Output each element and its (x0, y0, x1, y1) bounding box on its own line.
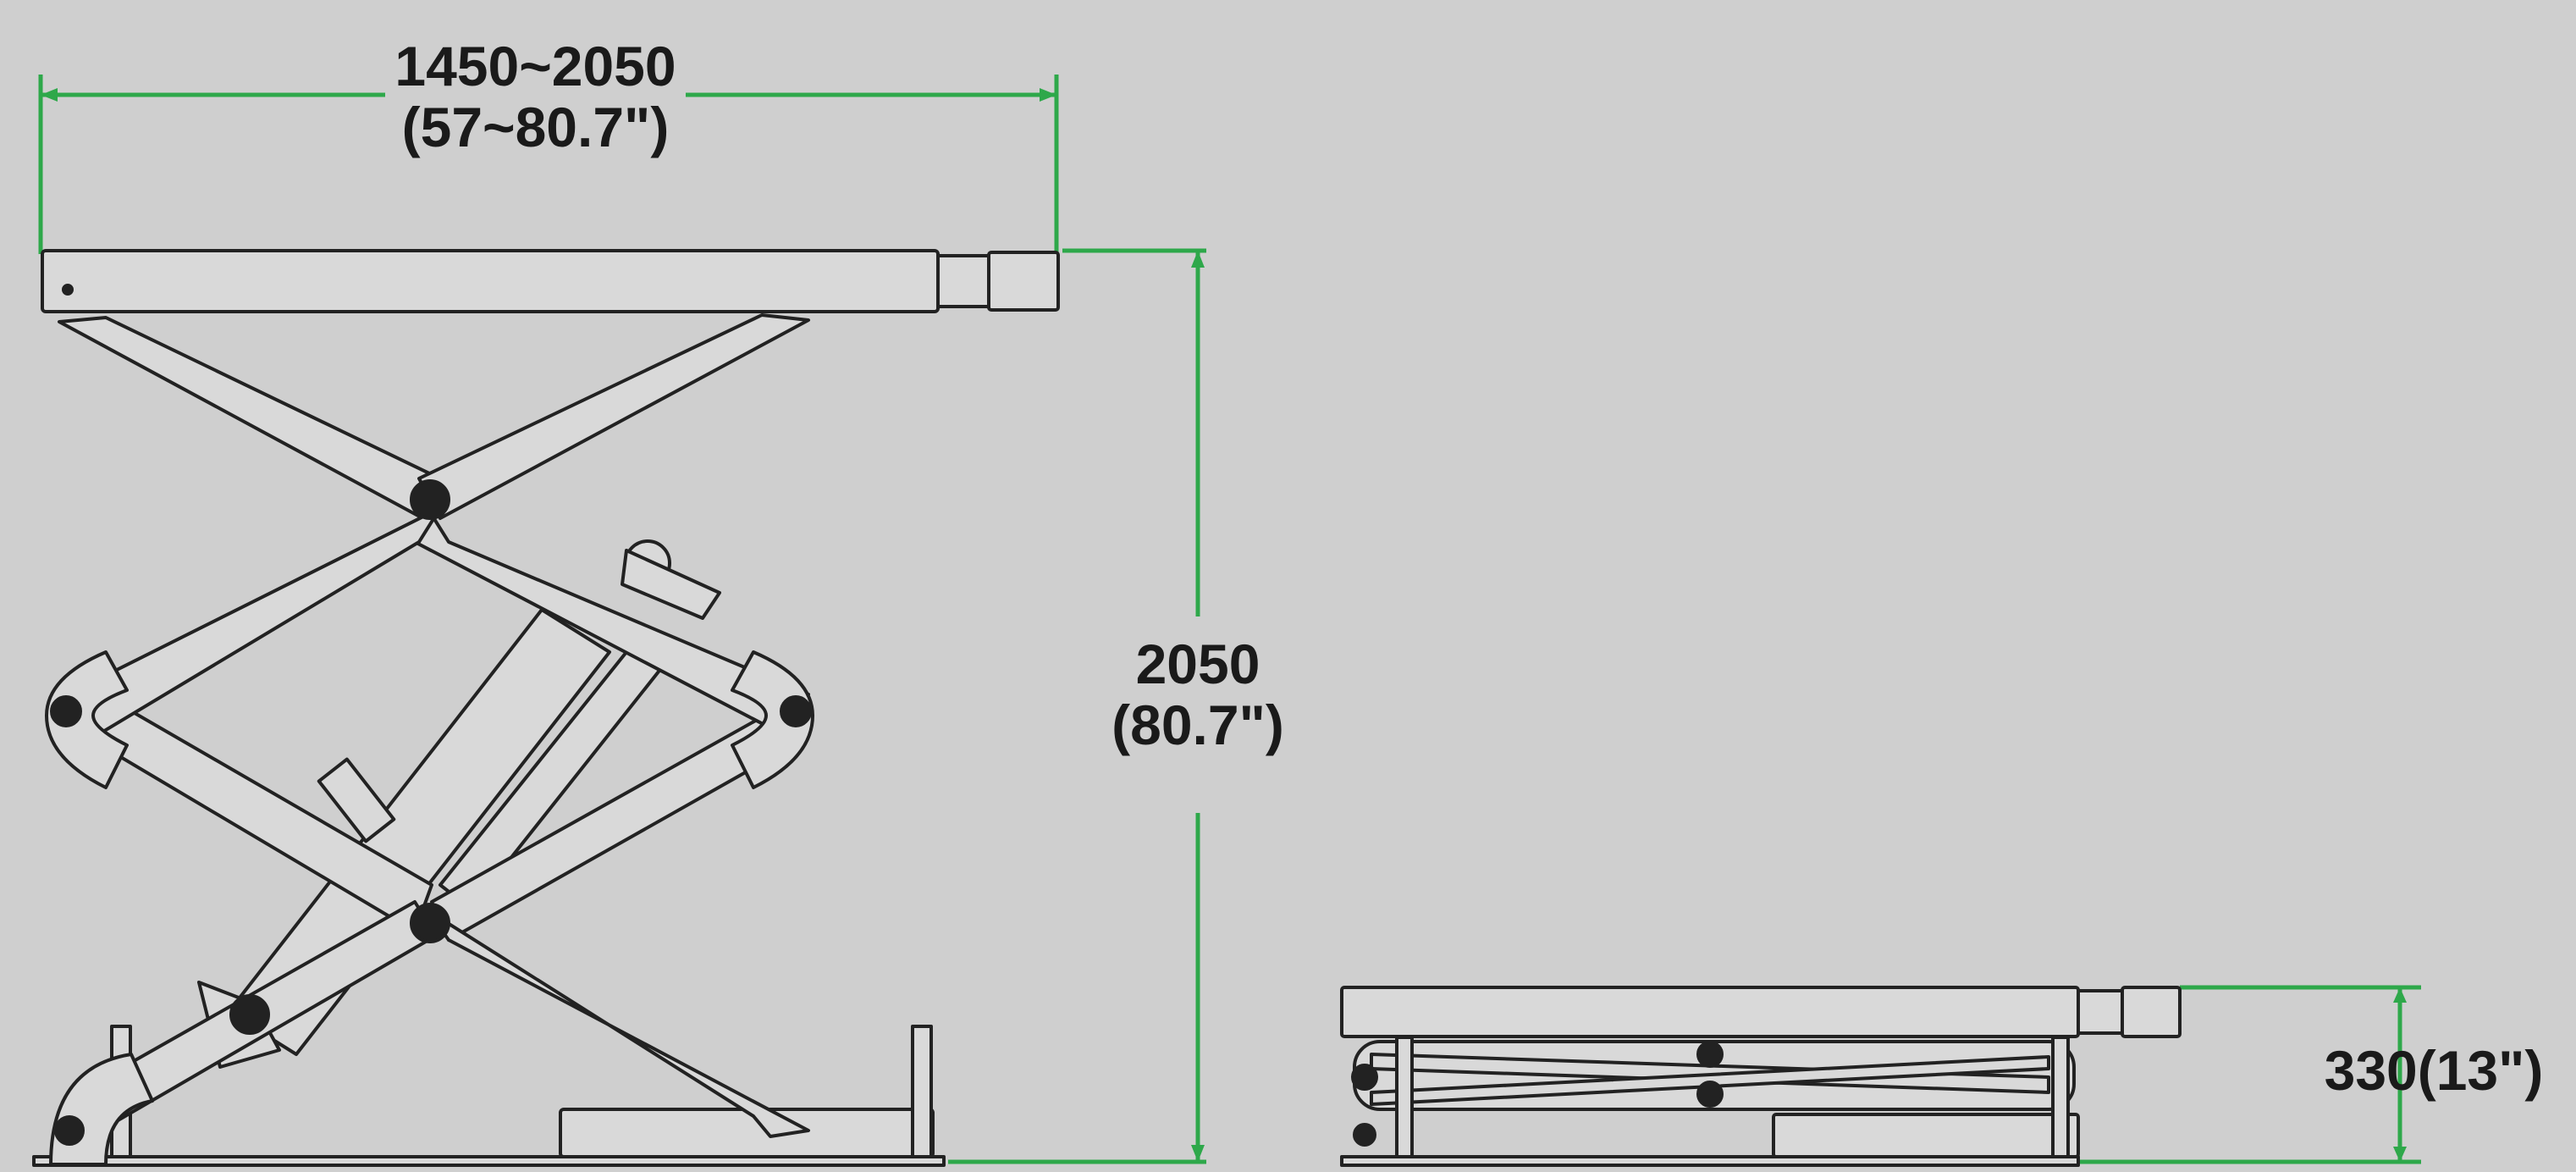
platform-hole (62, 284, 74, 296)
arrowhead (1040, 88, 1056, 102)
arrowhead (2393, 987, 2407, 1003)
raised-scissor-lift (32, 249, 1060, 1167)
pivot (229, 994, 270, 1035)
base-block (559, 1108, 935, 1158)
guide-post (911, 1025, 933, 1158)
arrowhead (41, 88, 58, 102)
lower-arm (426, 909, 810, 1138)
pivot (1351, 1064, 1378, 1091)
width-dimension-line (38, 75, 1059, 254)
lowered-height-label: 330(13") (2307, 1040, 2561, 1101)
arrowhead (1191, 251, 1205, 268)
lowered-height-text: 330(13") (2324, 1039, 2544, 1102)
base-plate (32, 1155, 946, 1167)
height-mm-text: 2050 (1135, 633, 1260, 695)
width-inch-text: (57~80.7") (401, 96, 670, 158)
arrowhead (2393, 1147, 2407, 1162)
platform-extension (936, 254, 990, 308)
guide-post (2051, 1036, 2070, 1158)
height-dimension-line (948, 248, 1206, 1164)
width-dimension-label: 1450~2050 (57~80.7") (385, 36, 686, 158)
base-plate (1340, 1155, 2080, 1167)
pivot-points (50, 479, 812, 1146)
pivot (54, 1115, 85, 1146)
pivot (410, 479, 450, 520)
pivot (1696, 1081, 1724, 1108)
upper-arm (417, 313, 810, 520)
lowered-height-dimension-line (2078, 985, 2421, 1164)
lowered-scissor-lift (1340, 986, 2182, 1167)
pivot-points (1351, 1041, 1724, 1147)
platform-extension (2077, 989, 2124, 1035)
height-dimension-label: 2050 (80.7") (1092, 633, 1304, 755)
pivot (50, 695, 82, 727)
upper-arm (49, 506, 442, 747)
hydraulic-cylinder (197, 539, 721, 1069)
pivot (410, 903, 450, 943)
side-joint (731, 650, 814, 789)
platform-extension (2121, 986, 2182, 1038)
base-block (1772, 1113, 2080, 1158)
guide-post (1395, 1036, 1414, 1158)
upper-arm (58, 316, 450, 522)
pivot (1353, 1123, 1376, 1147)
lift-platform (1340, 986, 2080, 1038)
pivot (780, 695, 812, 727)
width-mm-text: 1450~2050 (394, 35, 676, 97)
height-inch-text: (80.7") (1111, 694, 1284, 756)
lift-platform (41, 249, 940, 313)
arrowhead (1191, 1145, 1205, 1162)
side-joint (45, 650, 129, 789)
platform-extension (987, 251, 1060, 312)
pivot (1696, 1041, 1724, 1068)
